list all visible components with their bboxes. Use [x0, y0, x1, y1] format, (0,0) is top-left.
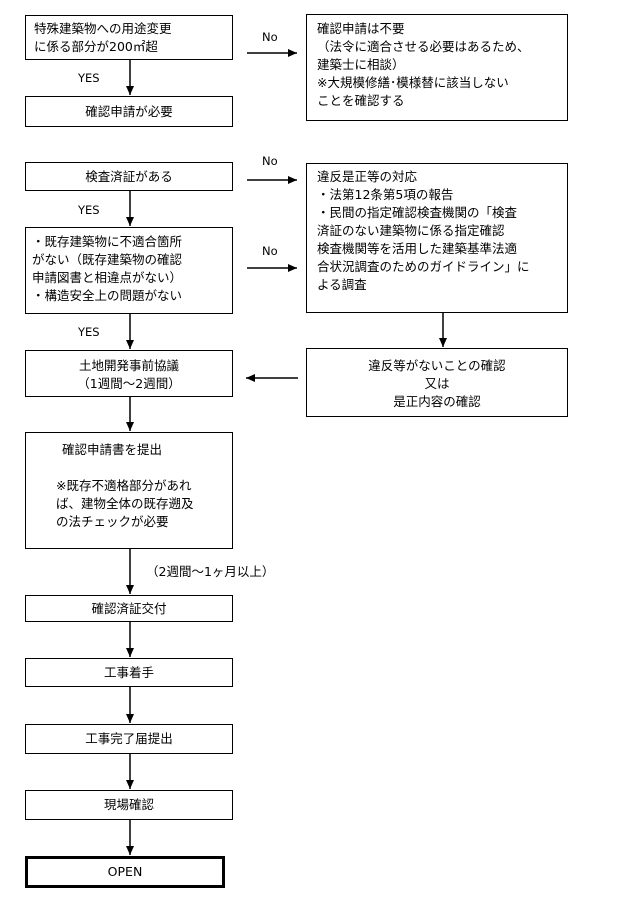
- box-text-line: に係る部分が200㎡超: [34, 39, 158, 54]
- box-no-application-needed: 確認申請は不要 （法令に適合させる必要はあるため、 建築士に相談） ※大規模修繕…: [306, 14, 568, 121]
- box-text-line: （法令に適合させる必要はあるため、: [317, 39, 530, 54]
- box-text-line: 土地開発事前協議: [78, 358, 179, 373]
- box-text-line: 建築士に相談）: [317, 57, 405, 72]
- box-text-line: 違反是正等の対応: [317, 169, 418, 184]
- no-label: No: [262, 154, 278, 168]
- box-text-line: 確認済証交付: [91, 600, 167, 616]
- box-text-line: よる調査: [317, 277, 367, 292]
- box-text-line: 又は: [424, 376, 450, 391]
- box-change-of-use-over-200: 特殊建築物への用途変更 に係る部分が200㎡超: [25, 15, 233, 60]
- box-text-line: 済証のない建築物に係る指定確認: [317, 223, 505, 238]
- box-text-line: 違反等がないことの確認: [368, 358, 506, 373]
- box-text-line: ・構造安全上の問題がない: [32, 288, 183, 303]
- box-text-line: 検査機関等を活用した建築基準法適: [317, 241, 518, 256]
- box-text-line: ば、建物全体の既存遡及: [56, 496, 194, 511]
- box-no-nonconformity: ・既存建築物に不適合箇所 がない（既存建築物の確認 申請図書と相違点がない） ・…: [25, 227, 233, 314]
- box-text-line: の法チェックが必要: [56, 514, 169, 529]
- no-label: No: [262, 244, 278, 258]
- box-inspection-certificate-exists: 検査済証がある: [25, 162, 233, 191]
- yes-label: YES: [78, 325, 100, 339]
- box-text-line: 確認申請が必要: [85, 103, 173, 119]
- box-open: OPEN: [25, 856, 225, 888]
- box-text-line: OPEN: [107, 864, 143, 879]
- box-text-line: 合状況調査のためのガイドライン」に: [317, 259, 530, 274]
- box-text-line: 是正内容の確認: [393, 394, 481, 409]
- box-construction-start: 工事着手: [25, 658, 233, 687]
- yes-label: YES: [78, 71, 100, 85]
- box-text-line: がない（既存建築物の確認: [32, 252, 183, 267]
- box-text-line: ※大規模修繕･模様替に該当しない: [317, 75, 509, 90]
- box-text-line: 特殊建築物への用途変更: [34, 21, 172, 36]
- box-text-line: ・民間の指定確認検査機関の「検査: [317, 205, 518, 220]
- box-text-line: ※既存不適格部分があれ: [56, 478, 192, 493]
- box-text-line: 確認申請は不要: [317, 21, 405, 36]
- box-text-line: 工事着手: [103, 664, 154, 680]
- box-text-line: （1週間～2週間）: [77, 376, 181, 391]
- box-text-line: 確認申請書を提出: [62, 442, 163, 457]
- box-text-line: ・既存建築物に不適合箇所: [32, 234, 183, 249]
- yes-label: YES: [78, 203, 100, 217]
- box-text-line: [56, 459, 222, 477]
- no-label: No: [262, 30, 278, 44]
- box-no-violation-confirmation: 違反等がないことの確認 又は 是正内容の確認: [306, 348, 568, 417]
- box-text-line: 現場確認: [103, 797, 154, 812]
- box-text-line: ことを確認する: [317, 93, 405, 108]
- box-text-line: 工事完了届提出: [85, 731, 173, 746]
- box-completion-report: 工事完了届提出: [25, 724, 233, 754]
- box-certificate-issued: 確認済証交付: [25, 595, 233, 622]
- box-application-required: 確認申請が必要: [25, 96, 233, 127]
- box-violation-correction: 違反是正等の対応 ・法第12条第5項の報告 ・民間の指定確認検査機関の「検査 済…: [306, 163, 568, 313]
- box-site-inspection: 現場確認: [25, 790, 233, 820]
- box-text-line: ・法第12条第5項の報告: [317, 187, 454, 202]
- box-text-line: 申請図書と相違点がない）: [32, 270, 183, 285]
- box-land-development-consultation: 土地開発事前協議 （1週間～2週間）: [25, 350, 233, 397]
- box-submit-application: 確認申請書を提出 ※既存不適格部分があれ ば、建物全体の既存遡及 の法チェックが…: [25, 432, 233, 549]
- box-text-line: 検査済証がある: [85, 168, 173, 184]
- duration-label: （2週間～1ヶ月以上）: [146, 564, 275, 579]
